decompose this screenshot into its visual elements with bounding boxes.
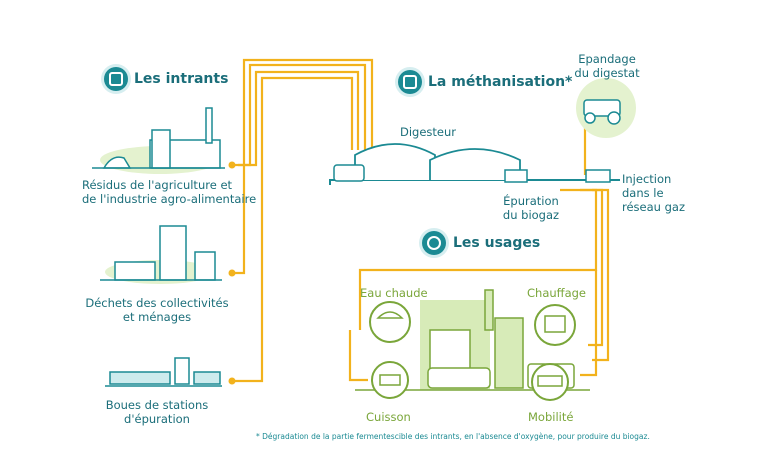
cooking-pot-icon bbox=[371, 361, 409, 399]
footnote: * Dégradation de la partie fermentescibl… bbox=[256, 432, 650, 441]
city-illustration bbox=[100, 225, 222, 284]
label-cuisson: Cuisson bbox=[366, 410, 411, 424]
label-epuration: Épuration du biogaz bbox=[502, 194, 560, 222]
tractor-illustration bbox=[576, 78, 636, 138]
label-dechets: Déchets des collectivités et ménages bbox=[85, 296, 229, 324]
label-eau-chaude: Eau chaude bbox=[360, 286, 428, 300]
station-illustration bbox=[105, 357, 222, 387]
usages-icon bbox=[422, 231, 446, 255]
label-mobilite: Mobilité bbox=[528, 410, 574, 424]
heading-intrants: Les intrants bbox=[134, 71, 229, 87]
pipe-endpoints bbox=[228, 161, 236, 385]
truck-icon bbox=[531, 363, 569, 401]
shower-icon bbox=[369, 301, 411, 343]
label-residus: Résidus de l'agriculture et de l'industr… bbox=[82, 178, 257, 206]
farm-illustration bbox=[92, 107, 225, 174]
digester-illustration bbox=[329, 143, 620, 185]
radiator-icon bbox=[534, 304, 576, 346]
heading-usages: Les usages bbox=[453, 235, 541, 251]
label-boues: Boues de stations d'épuration bbox=[105, 398, 209, 426]
label-digesteur: Digesteur bbox=[400, 125, 457, 139]
label-injection: Injection dans le réseau gaz bbox=[622, 172, 685, 214]
intrants-icon bbox=[104, 67, 128, 91]
methanisation-icon bbox=[398, 70, 422, 94]
label-epandage: Epandage du digestat bbox=[574, 52, 640, 80]
heading-methanisation: La méthanisation* bbox=[428, 74, 573, 90]
label-chauffage: Chauffage bbox=[527, 286, 586, 300]
usage-circles bbox=[369, 301, 576, 401]
